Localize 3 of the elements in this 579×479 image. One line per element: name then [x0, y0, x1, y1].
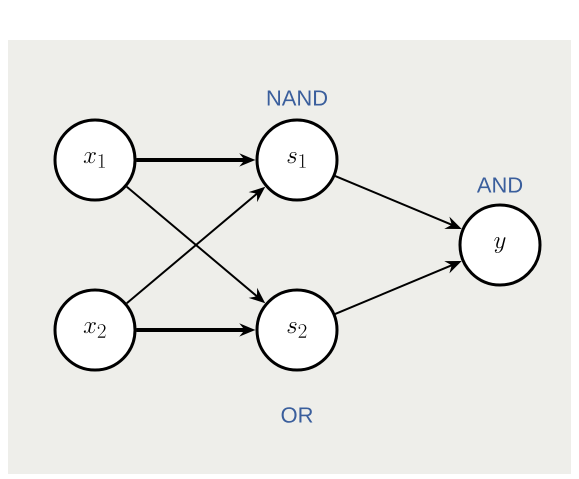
gate-label: AND	[476, 177, 522, 193]
gate-label: OR	[282, 407, 312, 423]
gate-label: NAND	[268, 90, 327, 106]
